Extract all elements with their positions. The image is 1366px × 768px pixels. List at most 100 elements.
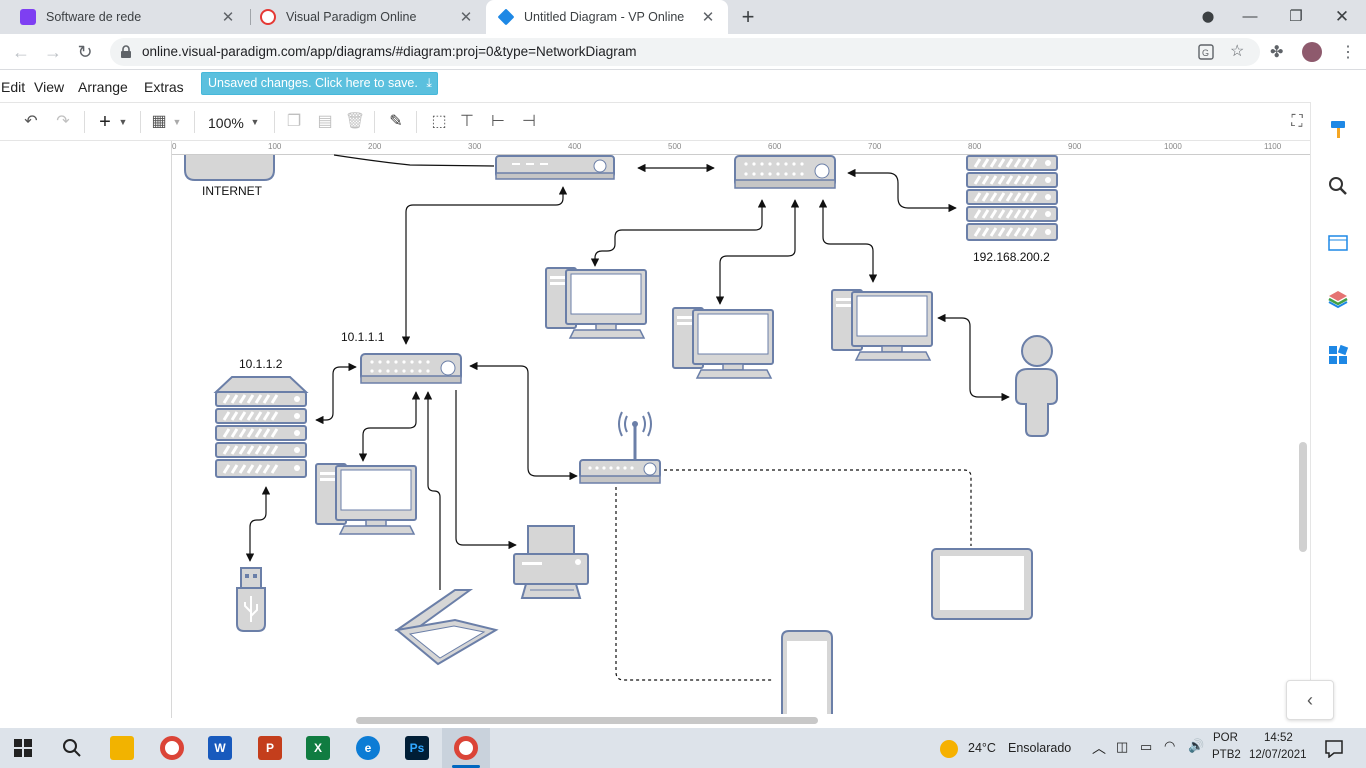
label-server-right-ip: 192.168.200.2 xyxy=(973,250,1050,264)
paste-icon[interactable]: ▤ xyxy=(317,113,333,130)
chrome-icon[interactable] xyxy=(160,736,184,760)
vp-icon xyxy=(260,9,276,25)
chrome-profile-icon xyxy=(454,736,478,760)
clock-time[interactable]: 14:52 xyxy=(1264,732,1293,744)
redo-icon[interactable]: ↷ xyxy=(56,113,70,130)
close-tab-icon[interactable]: ✕ xyxy=(701,9,715,26)
router-top-icon[interactable] xyxy=(734,155,836,189)
photoshop-icon[interactable]: Ps xyxy=(405,736,429,760)
word-icon[interactable]: W xyxy=(208,736,232,760)
tab-software-de-rede[interactable]: Software de rede ✕ xyxy=(8,0,248,34)
meet-now-icon[interactable]: ◫ xyxy=(1116,739,1129,754)
close-tab-icon[interactable]: ✕ xyxy=(459,9,473,26)
zoom-chevron-down-icon[interactable]: ▼ xyxy=(250,117,260,127)
sun-weather-icon[interactable] xyxy=(940,740,958,758)
excel-icon[interactable]: X xyxy=(306,736,330,760)
language-top[interactable]: POR xyxy=(1213,732,1238,744)
zoom-level[interactable]: 100% xyxy=(208,115,244,131)
connector-server-usb xyxy=(245,486,271,562)
scanner-icon[interactable] xyxy=(394,589,499,666)
weather-text[interactable]: Ensolarado xyxy=(1008,741,1072,755)
omnibox[interactable]: online.visual-paradigm.com/app/diagrams/… xyxy=(110,38,1260,66)
tab-visual-paradigm-online[interactable]: Visual Paradigm Online ✕ xyxy=(248,0,486,34)
chrome-menu-icon[interactable]: ⋮ xyxy=(1340,44,1356,61)
file-explorer-icon[interactable] xyxy=(110,736,134,760)
translate-icon[interactable]: G xyxy=(1198,44,1214,60)
distribute-icon[interactable]: ⊣ xyxy=(522,113,536,130)
toolbar-divider xyxy=(416,111,417,133)
internet-cloud-icon[interactable] xyxy=(184,155,275,181)
chevron-up-icon[interactable]: ︿ xyxy=(1092,740,1106,756)
ruler-tick: 400 xyxy=(568,142,582,151)
powerpoint-icon[interactable]: P xyxy=(258,736,282,760)
unsaved-changes-save-button[interactable]: Unsaved changes. Click here to save. ⤓ xyxy=(201,72,438,95)
vertical-scrollbar[interactable] xyxy=(1299,442,1307,552)
close-window-button[interactable]: ✕ xyxy=(1334,7,1350,26)
language-bottom[interactable]: PTB2 xyxy=(1212,749,1241,761)
battery-icon[interactable]: ▭ xyxy=(1140,739,1153,754)
tab-search-icon[interactable]: ⬤ xyxy=(1201,11,1215,23)
server-rack-left-icon[interactable] xyxy=(213,376,309,478)
user-person-icon[interactable] xyxy=(1015,335,1058,437)
back-arrow-icon[interactable]: ← xyxy=(12,42,30,62)
toolbar-divider xyxy=(140,111,141,133)
close-tab-icon[interactable]: ✕ xyxy=(221,9,235,26)
printer-icon[interactable] xyxy=(513,525,589,599)
search-icon[interactable] xyxy=(62,738,82,758)
address-bar: ← → ↻ online.visual-paradigm.com/app/dia… xyxy=(0,34,1366,70)
format-paint-roller-icon[interactable] xyxy=(1327,118,1349,140)
menu-edit[interactable]: Edit xyxy=(1,79,26,95)
new-tab-button[interactable]: + xyxy=(741,4,755,29)
insert-plus-icon[interactable]: + xyxy=(99,111,111,133)
search-icon[interactable] xyxy=(1327,175,1349,197)
chevron-down-icon[interactable]: ▼ xyxy=(118,117,128,127)
computer-1-icon[interactable] xyxy=(545,267,647,339)
select-area-icon[interactable]: ⬚ xyxy=(431,113,447,130)
format-painter-icon[interactable]: ✎ xyxy=(389,113,403,130)
ruler-tick: 600 xyxy=(768,142,782,151)
notifications-icon[interactable] xyxy=(1324,738,1344,758)
align-center-icon[interactable]: ⊢ xyxy=(491,113,505,130)
table-grid-icon[interactable]: ▦ xyxy=(151,113,167,130)
fullscreen-icon[interactable]: ⛶ xyxy=(1291,113,1303,130)
usb-drive-icon[interactable] xyxy=(236,567,266,632)
weather-temp[interactable]: 24°C xyxy=(968,741,996,755)
align-top-icon[interactable]: ⊤ xyxy=(460,113,474,130)
page-outline-icon[interactable] xyxy=(1327,232,1349,254)
bookmark-star-icon[interactable]: ☆ xyxy=(1230,43,1245,60)
shapes-grid-icon[interactable] xyxy=(1327,344,1349,366)
tab-untitled-diagram[interactable]: Untitled Diagram - VP Online ✕ xyxy=(486,0,728,34)
copy-icon[interactable]: ❐ xyxy=(286,113,302,130)
computer-2-icon[interactable] xyxy=(672,307,774,379)
collapse-panel-chevron-left-icon[interactable]: ‹ xyxy=(1286,680,1334,720)
toolbar-divider xyxy=(274,111,275,133)
extensions-puzzle-icon[interactable]: ✤ xyxy=(1270,44,1284,61)
delete-trash-icon[interactable]: 🗑 xyxy=(344,113,366,130)
menu-extras[interactable]: Extras xyxy=(144,79,184,95)
tablet-icon[interactable] xyxy=(931,548,1033,620)
horizontal-scrollbar[interactable] xyxy=(356,717,818,724)
clock-date[interactable]: 12/07/2021 xyxy=(1249,749,1307,761)
windows-start-icon[interactable] xyxy=(14,739,32,757)
profile-avatar[interactable] xyxy=(1302,42,1322,62)
smartphone-icon[interactable] xyxy=(781,630,833,714)
minimize-button[interactable]: — xyxy=(1242,8,1258,25)
chevron-down-icon[interactable]: ▼ xyxy=(172,117,182,127)
computer-3-icon[interactable] xyxy=(831,289,933,361)
router-main-icon[interactable] xyxy=(360,353,462,384)
server-rack-right-icon[interactable] xyxy=(966,155,1058,241)
menu-arrange[interactable]: Arrange xyxy=(78,79,128,95)
menu-view[interactable]: View xyxy=(34,79,65,95)
layers-icon[interactable] xyxy=(1327,288,1349,310)
volume-icon[interactable]: 🔊 xyxy=(1188,738,1205,753)
wifi-icon[interactable]: ◠ xyxy=(1164,738,1176,753)
edge-icon[interactable]: e xyxy=(356,736,380,760)
forward-arrow-icon[interactable]: → xyxy=(44,42,62,62)
chrome-profile-active-app[interactable] xyxy=(442,728,490,768)
computer-left-icon[interactable] xyxy=(315,463,417,535)
wifi-access-point-icon[interactable] xyxy=(579,411,661,484)
reload-icon[interactable]: ↻ xyxy=(77,42,93,62)
switch-top-icon[interactable] xyxy=(495,155,615,180)
undo-icon[interactable]: ↶ xyxy=(24,113,38,130)
maximize-button[interactable]: ❐ xyxy=(1289,8,1303,25)
